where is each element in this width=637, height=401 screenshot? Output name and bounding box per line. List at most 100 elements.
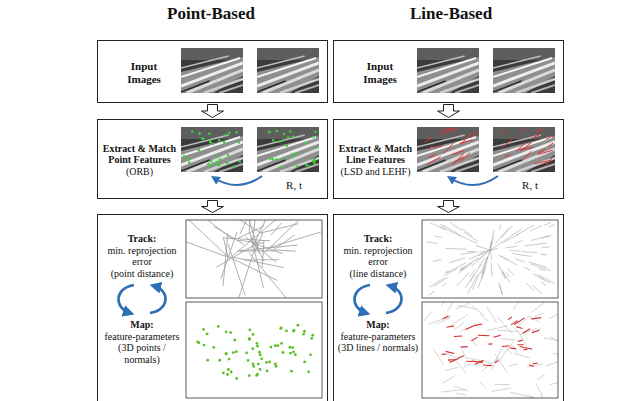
sketch-stroke [502,270,509,282]
map-line [516,327,522,329]
map-line [550,309,558,318]
sketch-stroke [542,246,550,247]
feature-point [207,163,210,166]
sketch-stroke [479,258,485,268]
map-line [425,311,433,321]
map-point [228,358,231,361]
feature-point [278,140,281,143]
sketch-stroke [469,253,484,260]
column-title: Line-Based [410,4,492,24]
box-text: feature-parameters [100,331,184,343]
map-point [229,331,232,334]
map-point [280,326,283,329]
panel-frame [422,302,558,398]
map-line [448,359,457,361]
feature-point [225,133,228,136]
photo [257,127,319,172]
box-text: (ORB) [100,166,179,178]
map-line [456,360,465,372]
map-point [296,324,299,327]
map-line [446,326,454,327]
box-heading: Track: [100,233,184,245]
sketch-stroke [217,220,261,233]
sketch-stroke [465,274,474,288]
photo [181,127,243,172]
sketch-stroke [541,254,547,256]
text-group: Map:feature-parameters(3D points / norma… [100,319,184,365]
map-line [468,358,492,363]
map-line [472,340,476,346]
map-line [513,302,524,310]
sketch-stroke [531,236,551,241]
map-point [309,353,312,356]
sketch-stroke [460,266,467,271]
feature-point [228,131,231,134]
map-line [483,364,492,366]
feature-point [296,165,299,168]
box-heading: Map: [336,319,420,331]
sketch-stroke [469,269,475,277]
sketch-stroke [525,243,547,246]
map-line [511,321,518,325]
box-heading: Extract & Match Point Features [100,143,179,166]
map-line [553,353,558,356]
sketch-stroke [499,225,501,230]
map-point [227,368,230,371]
sketch-stroke [491,262,492,277]
feature-line [453,154,464,165]
map-point [248,374,251,377]
feature-point [202,138,205,141]
map-line [523,349,527,351]
sketch-stroke [460,267,464,270]
map-line [462,349,467,359]
feature-line [534,160,550,163]
sketch-stroke [434,277,449,287]
map-point [270,346,273,349]
feature-line [503,137,514,147]
map-line [442,376,455,384]
sketch-stroke [504,233,520,242]
sketch-stroke [216,243,257,267]
sketch-stroke [464,232,479,242]
sketch-stroke [526,283,534,290]
map-line [514,353,529,357]
sketch-stroke [532,285,543,294]
feature-point [198,132,201,135]
feature-point [210,160,213,163]
map-point [285,329,288,332]
map-point [206,333,209,336]
map-point [235,377,238,380]
feature-point [239,160,242,163]
feature-line [532,134,540,138]
map-line [498,317,514,335]
feature-line [428,155,436,158]
sketch-stroke [457,272,470,286]
map-line [510,347,516,349]
feature-line [460,153,470,162]
map-line [520,347,532,350]
map-point [302,333,305,336]
map-point [232,351,235,354]
map-point [218,359,221,362]
sketch-stroke [533,274,550,283]
map-line [482,358,498,371]
feature-point [282,139,285,142]
flow-arrow [202,201,224,213]
feature-point [272,139,275,142]
feature-line [425,137,433,142]
map-point [265,361,268,364]
input-photos [181,48,555,172]
map-line [528,316,540,322]
pose-label: R, t [286,179,302,191]
map-line [433,349,444,365]
box-heading: Track: [336,233,420,245]
cycle-arrow [118,285,134,313]
map-point [277,344,280,347]
map-point [280,342,283,345]
feature-overlays [167,128,571,401]
feature-point [314,147,317,150]
feature-point [216,161,219,164]
sketch-stroke [506,273,509,277]
